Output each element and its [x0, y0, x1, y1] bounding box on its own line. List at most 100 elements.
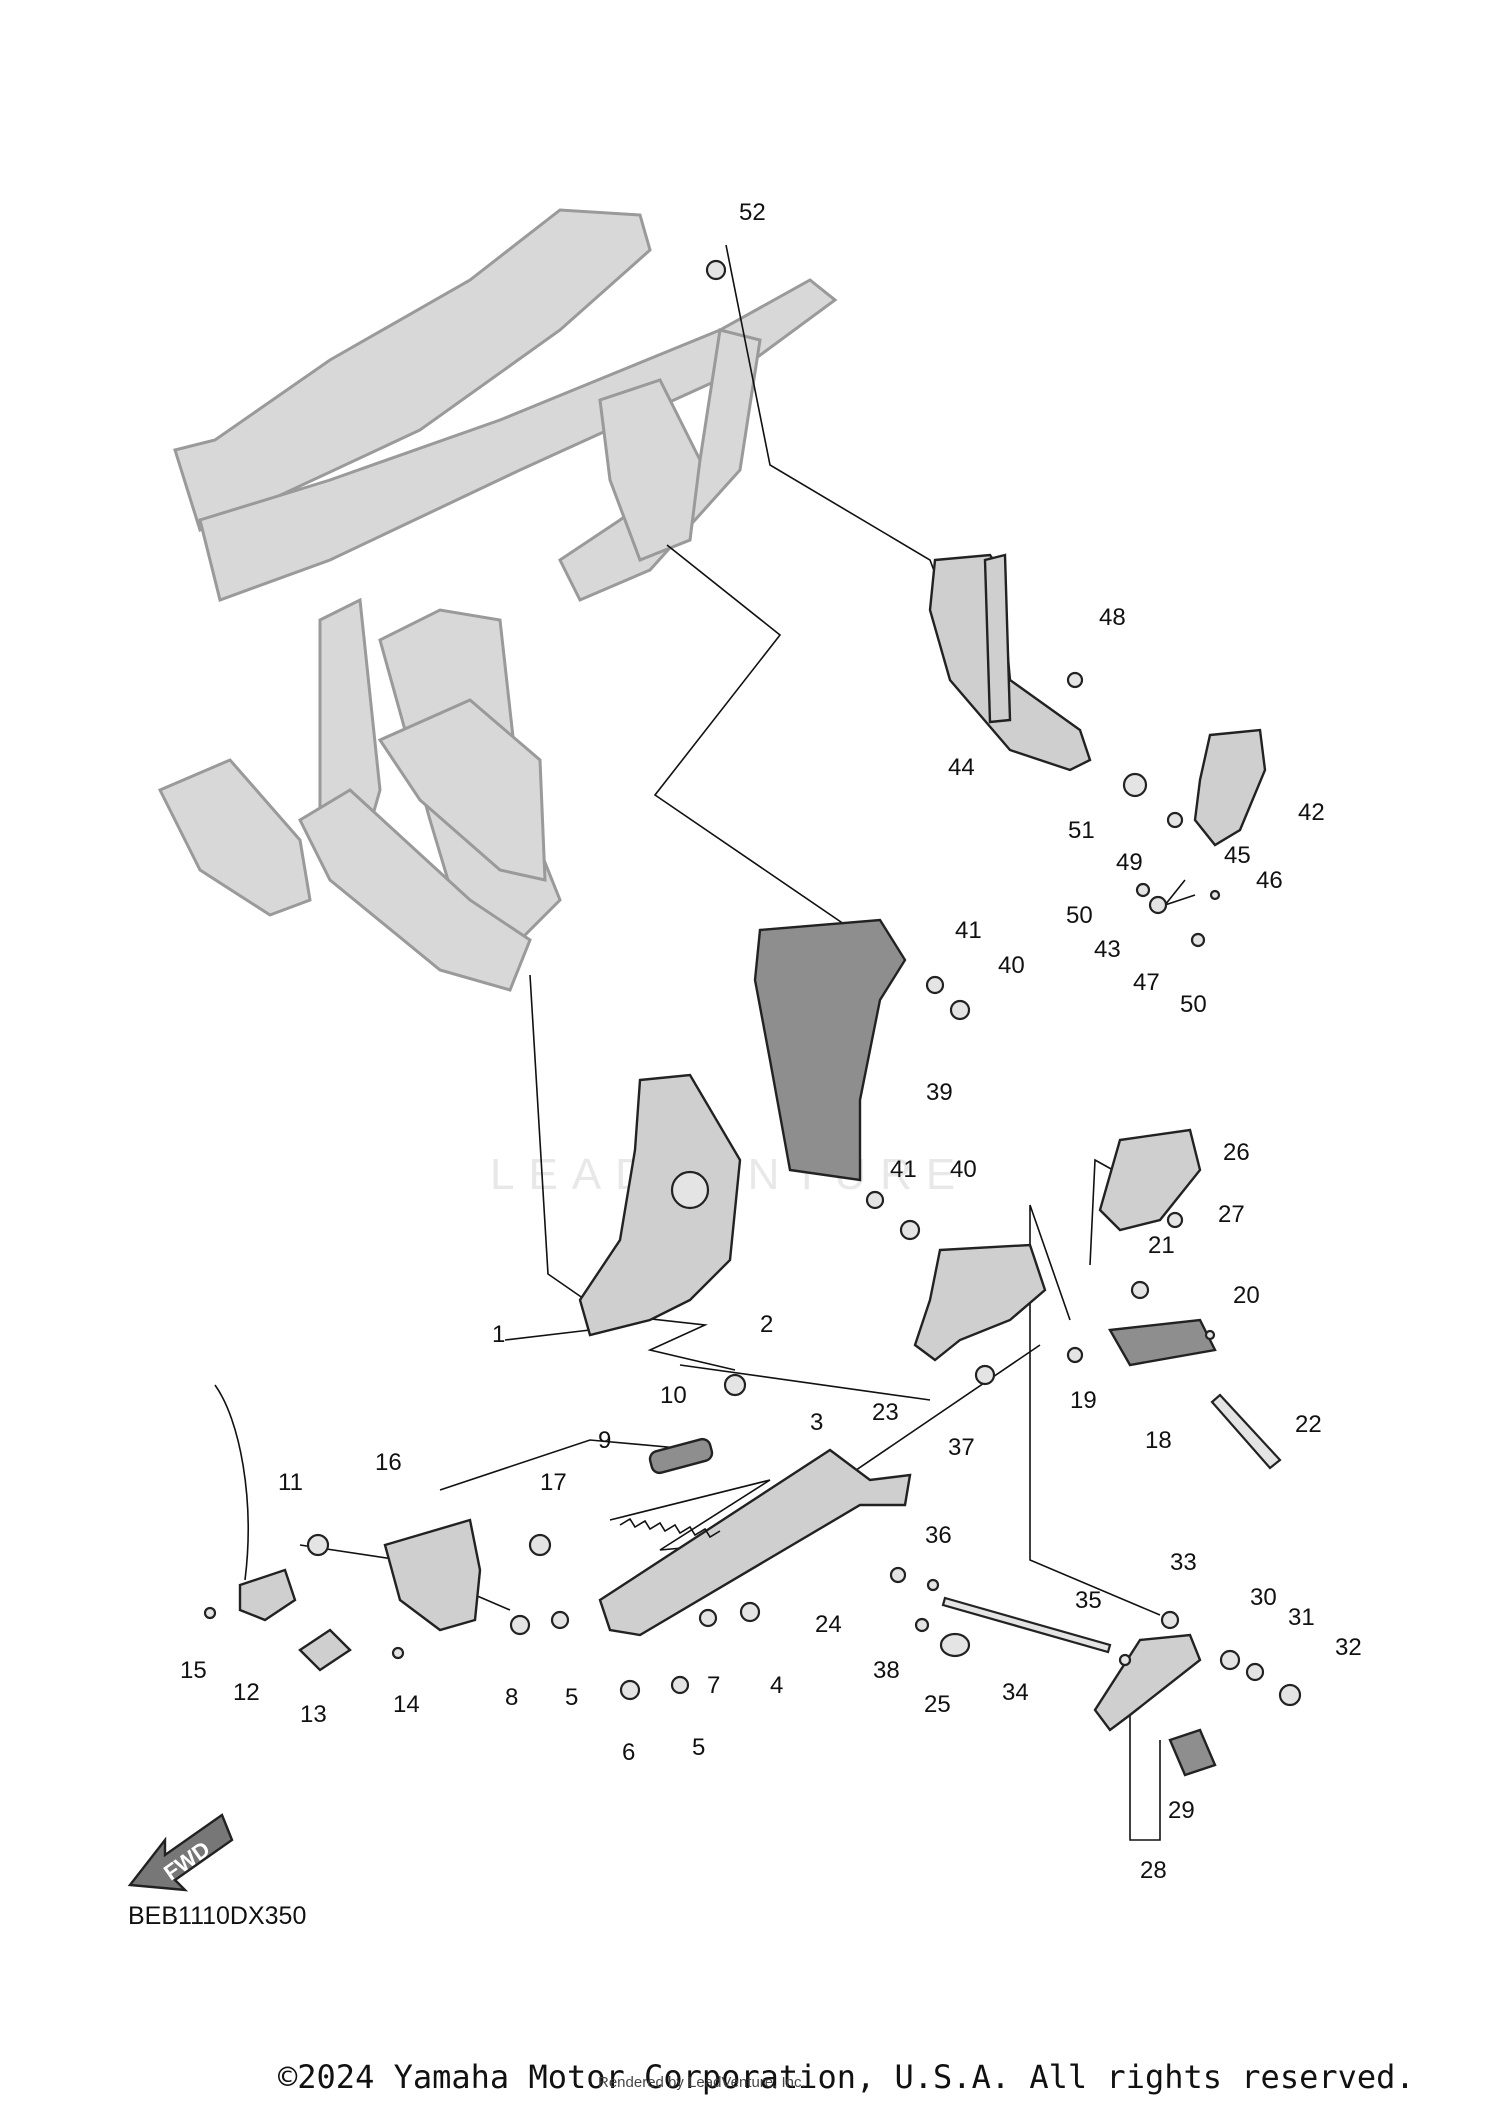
clip-21 — [1130, 1280, 1150, 1300]
nut-49 — [1166, 811, 1184, 829]
label-28: 28 — [1140, 1857, 1167, 1884]
label-5b: 5 — [692, 1734, 705, 1761]
label-16: 16 — [375, 1449, 402, 1476]
bolt-2 — [723, 1373, 747, 1397]
bolt-48 — [1066, 671, 1084, 689]
bolt-24 — [889, 1566, 907, 1584]
label-12: 12 — [233, 1679, 260, 1706]
nut-50b — [1190, 932, 1206, 948]
part-13-clamp — [298, 1628, 352, 1672]
washer-30 — [1219, 1649, 1241, 1671]
label-14: 14 — [393, 1691, 420, 1718]
bolt-27 — [1166, 1211, 1184, 1229]
part-29-pedal-rubber — [1168, 1728, 1217, 1777]
part-3-sidestand — [598, 1448, 912, 1637]
label-37: 37 — [948, 1434, 975, 1461]
part-28-shift-pedal — [1093, 1633, 1202, 1732]
label-21: 21 — [1148, 1232, 1175, 1259]
label-5a: 5 — [565, 1684, 578, 1711]
pin-20 — [1204, 1329, 1216, 1341]
part-39-heel-plate — [753, 918, 907, 1182]
label-30: 30 — [1250, 1584, 1277, 1611]
clip-35 — [1118, 1653, 1132, 1667]
part-26-heel-guard — [1098, 1128, 1202, 1232]
bolt-4 — [739, 1601, 761, 1623]
screw-15 — [203, 1606, 217, 1620]
bolt-52 — [705, 259, 727, 281]
screw-14 — [391, 1646, 405, 1660]
washer-5b — [670, 1675, 690, 1695]
label-32: 32 — [1335, 1634, 1362, 1661]
label-31: 31 — [1288, 1604, 1315, 1631]
part-23-footrest-bracket — [913, 1243, 1047, 1362]
label-22: 22 — [1295, 1411, 1322, 1438]
clip-36 — [926, 1578, 940, 1592]
label-43: 43 — [1094, 936, 1121, 963]
label-50b: 50 — [1180, 991, 1207, 1018]
washer-7 — [698, 1608, 718, 1628]
bushing-6 — [619, 1679, 641, 1701]
label-1: 1 — [492, 1321, 505, 1348]
motorcycle-frame — [157, 208, 838, 992]
fwd-arrow: FWD — [127, 1813, 234, 1892]
diagram-code: BEB1110DX350 — [128, 1902, 307, 1930]
label-40b: 40 — [950, 1156, 977, 1183]
label-38: 38 — [873, 1657, 900, 1684]
washer-8 — [509, 1614, 531, 1636]
bolt-32 — [1278, 1683, 1302, 1707]
bolt-40b — [899, 1219, 921, 1241]
label-18: 18 — [1145, 1427, 1172, 1454]
label-27: 27 — [1218, 1201, 1245, 1228]
label-42: 42 — [1298, 799, 1325, 826]
label-25: 25 — [924, 1691, 951, 1718]
bolt-40a — [949, 999, 971, 1021]
label-29: 29 — [1168, 1797, 1195, 1824]
hardware-bolts-washers — [203, 259, 1302, 1707]
part-1-bracket — [578, 1073, 742, 1337]
washer-5a — [550, 1610, 570, 1630]
label-10: 10 — [660, 1382, 687, 1409]
label-23: 23 — [872, 1399, 899, 1426]
bolt-17 — [528, 1533, 552, 1557]
part-34-shift-rod — [941, 1596, 1112, 1654]
label-11: 11 — [278, 1469, 303, 1496]
part-22-pin — [1210, 1393, 1282, 1470]
label-3: 3 — [810, 1409, 823, 1436]
label-41b: 41 — [890, 1156, 917, 1183]
pin-46 — [1209, 889, 1221, 901]
label-39: 39 — [926, 1079, 953, 1106]
label-15: 15 — [180, 1657, 207, 1684]
copyright-notice: ©2024 Yamaha Motor Corporation, U.S.A. A… — [278, 2058, 1415, 2096]
clip-11 — [306, 1533, 330, 1557]
label-45: 45 — [1224, 842, 1251, 869]
label-41a: 41 — [955, 917, 982, 944]
label-52: 52 — [739, 199, 766, 226]
label-46: 46 — [1256, 867, 1283, 894]
label-48: 48 — [1099, 604, 1126, 631]
washer-33 — [1160, 1610, 1180, 1630]
label-2: 2 — [760, 1311, 773, 1338]
label-19: 19 — [1070, 1387, 1097, 1414]
label-50a: 50 — [1066, 902, 1093, 929]
label-49: 49 — [1116, 849, 1143, 876]
nut-38 — [914, 1617, 930, 1633]
label-26: 26 — [1223, 1139, 1250, 1166]
label-7: 7 — [707, 1672, 720, 1699]
part-18-footrest — [1108, 1318, 1217, 1367]
label-34: 34 — [1002, 1679, 1029, 1706]
part-25-rod-end — [939, 1632, 971, 1658]
rendered-by-note: Rendered by LeadVenture, Inc. — [598, 2074, 806, 2091]
label-4: 4 — [770, 1672, 783, 1699]
label-20: 20 — [1233, 1282, 1260, 1309]
spring-43 — [1148, 895, 1168, 915]
label-51: 51 — [1068, 817, 1095, 844]
washer-41b — [865, 1190, 885, 1210]
washer-41a — [925, 975, 945, 995]
label-40a: 40 — [998, 952, 1025, 979]
label-9: 9 — [598, 1427, 611, 1454]
nut-50a — [1135, 882, 1151, 898]
part-12-sidestand-switch — [214, 1384, 297, 1622]
bolt-37 — [974, 1364, 996, 1386]
part-44-rear-bracket — [928, 553, 1092, 772]
